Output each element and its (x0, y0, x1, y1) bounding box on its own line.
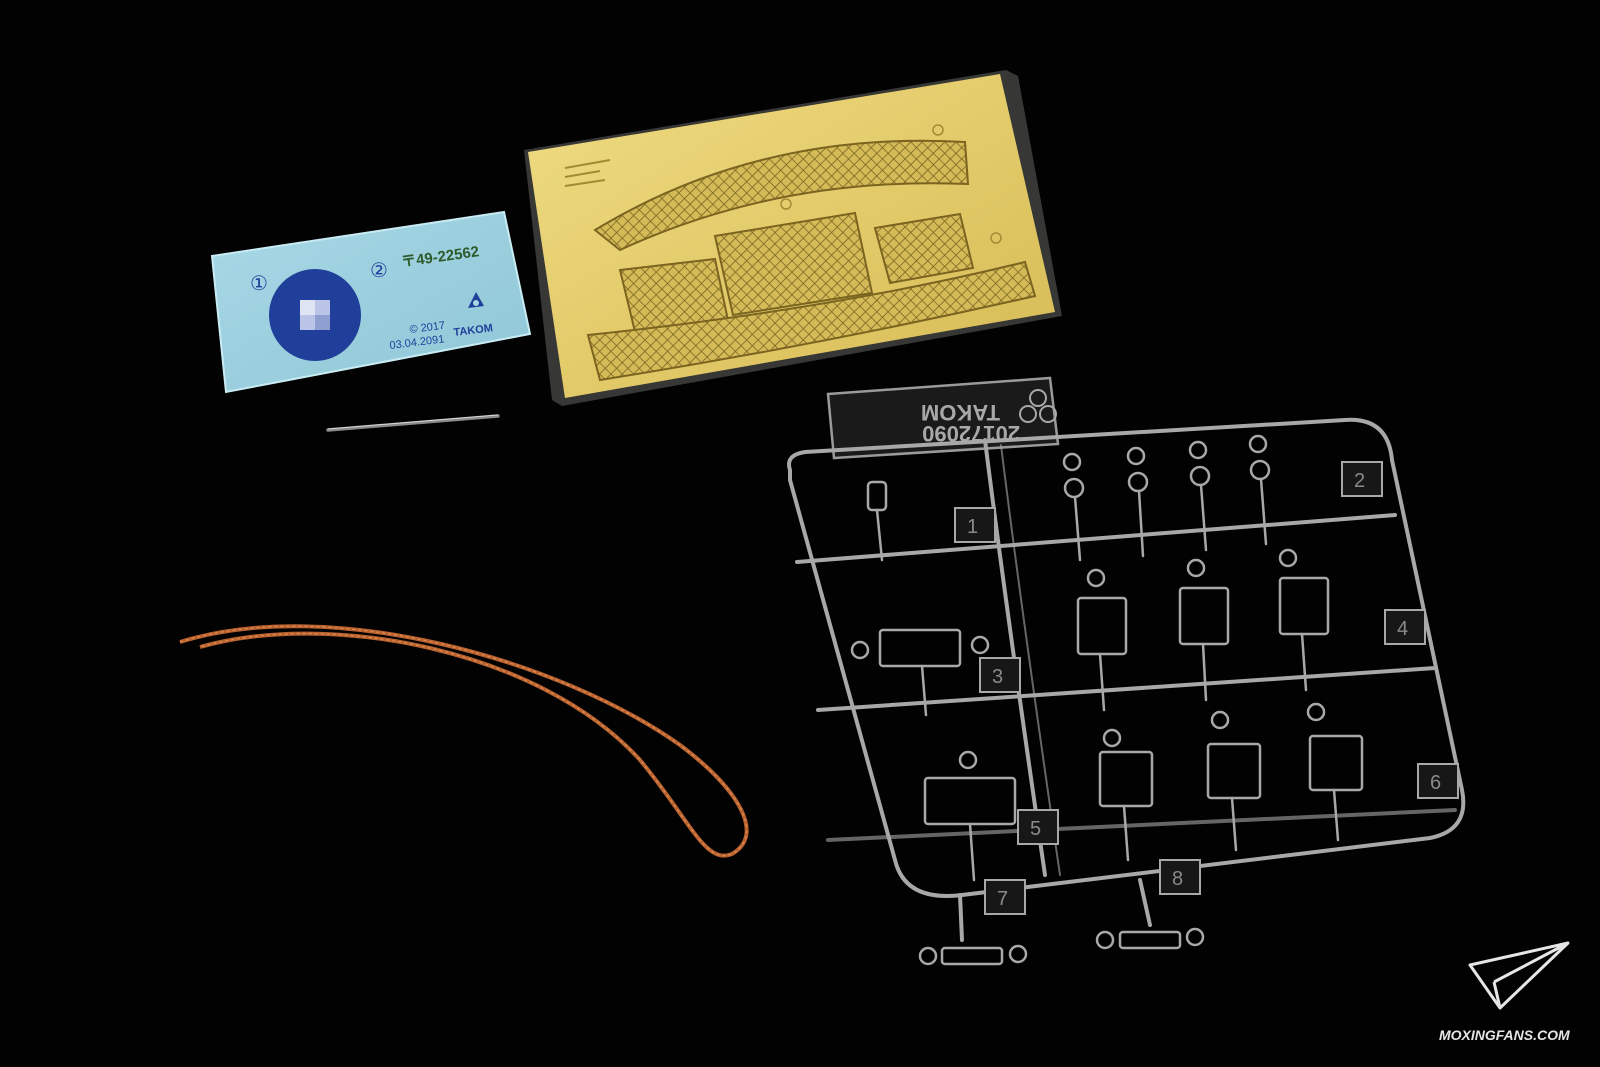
part-number-6: 6 (1430, 772, 1441, 794)
metal-rod (326, 414, 500, 432)
decal-brand: TAKOM (453, 322, 494, 339)
part-number-2: 2 (1354, 470, 1365, 492)
watermark-site: MOXINGFANS.COM (1439, 1027, 1570, 1043)
etch-mesh-right (873, 212, 975, 285)
part-number-4: 4 (1397, 618, 1408, 640)
etch-mesh-top (593, 139, 970, 252)
clear-sprue (787, 376, 1466, 966)
part-number-5: 5 (1030, 818, 1041, 840)
decal-copyright: © 2017 (409, 320, 446, 336)
part-number-8: 8 (1172, 868, 1183, 890)
paper-plane-icon (1468, 941, 1570, 1010)
decal-marker-1: ① (250, 273, 268, 295)
decal-sheet: ① ② 〒49-22562 © 2017 03.04.2091 TAKOM (210, 210, 532, 394)
etch-mesh-bottom (586, 260, 1037, 382)
photo-etch-fret (524, 70, 1062, 406)
part-number-1: 1 (967, 516, 978, 538)
sprue-code: 20172090 (922, 421, 1020, 446)
sprue-logo-icon (1019, 389, 1057, 423)
sprue-brand: TAKOM (921, 400, 1000, 425)
part-number-7: 7 (997, 888, 1008, 910)
etch-mesh-center (713, 211, 874, 317)
watermark: MOXINGFANS.COM (1439, 941, 1570, 1043)
part-number-3: 3 (992, 666, 1003, 688)
takom-logo-icon (468, 292, 484, 308)
sprue-frame (787, 417, 1466, 898)
sprue-tag (826, 376, 1060, 460)
decal-marker-2: ② (370, 260, 388, 282)
copper-wire (179, 624, 749, 858)
